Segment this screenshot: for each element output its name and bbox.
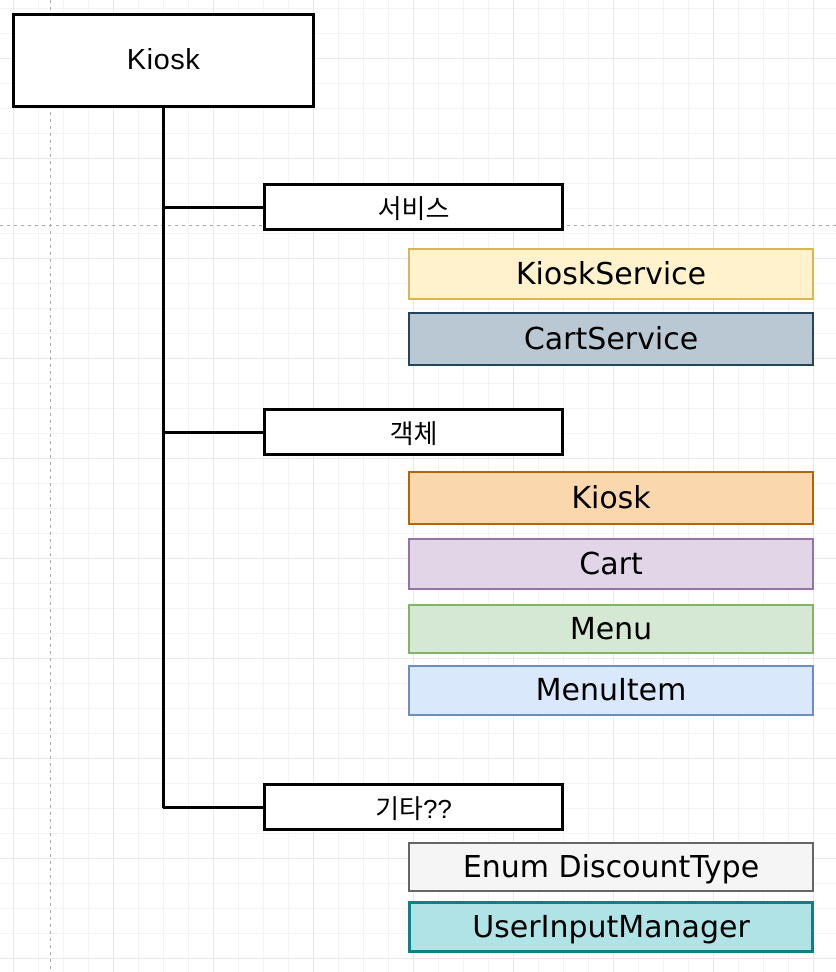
child-label: Cart: [579, 546, 643, 582]
child-label: CartService: [523, 321, 699, 357]
child-label: Kiosk: [571, 480, 651, 516]
child-enum-discounttype[interactable]: Enum DiscountType: [408, 842, 814, 892]
child-menu[interactable]: Menu: [408, 604, 814, 654]
branch-etc[interactable]: 기타??: [263, 783, 564, 831]
child-label: UserInputManager: [472, 909, 750, 945]
child-label: MenuItem: [535, 673, 687, 708]
branch-label: 서비스: [377, 193, 450, 224]
page-guide-vertical: [50, 0, 51, 972]
child-cartservice[interactable]: CartService: [408, 312, 814, 366]
branch-label: 객체: [389, 418, 438, 449]
trunk-line: [161, 108, 165, 808]
child-label: Menu: [569, 611, 653, 647]
child-label: KioskService: [515, 256, 707, 292]
child-userinputmanager[interactable]: UserInputManager: [408, 901, 814, 953]
branch-connector-etc: [163, 805, 264, 809]
child-menuitem[interactable]: MenuItem: [408, 665, 814, 716]
child-kiosk[interactable]: Kiosk: [408, 471, 814, 525]
branch-connector-services: [163, 205, 264, 209]
child-label: Enum DiscountType: [462, 849, 760, 885]
node-root-kiosk[interactable]: Kiosk: [12, 13, 315, 108]
child-cart[interactable]: Cart: [408, 538, 814, 590]
node-label: Kiosk: [126, 44, 201, 76]
branch-connector-objects: [163, 430, 264, 434]
branch-objects[interactable]: 객체: [263, 408, 564, 456]
child-kioskservice[interactable]: KioskService: [408, 248, 814, 300]
branch-services[interactable]: 서비스: [263, 183, 564, 231]
branch-label: 기타??: [375, 793, 452, 824]
